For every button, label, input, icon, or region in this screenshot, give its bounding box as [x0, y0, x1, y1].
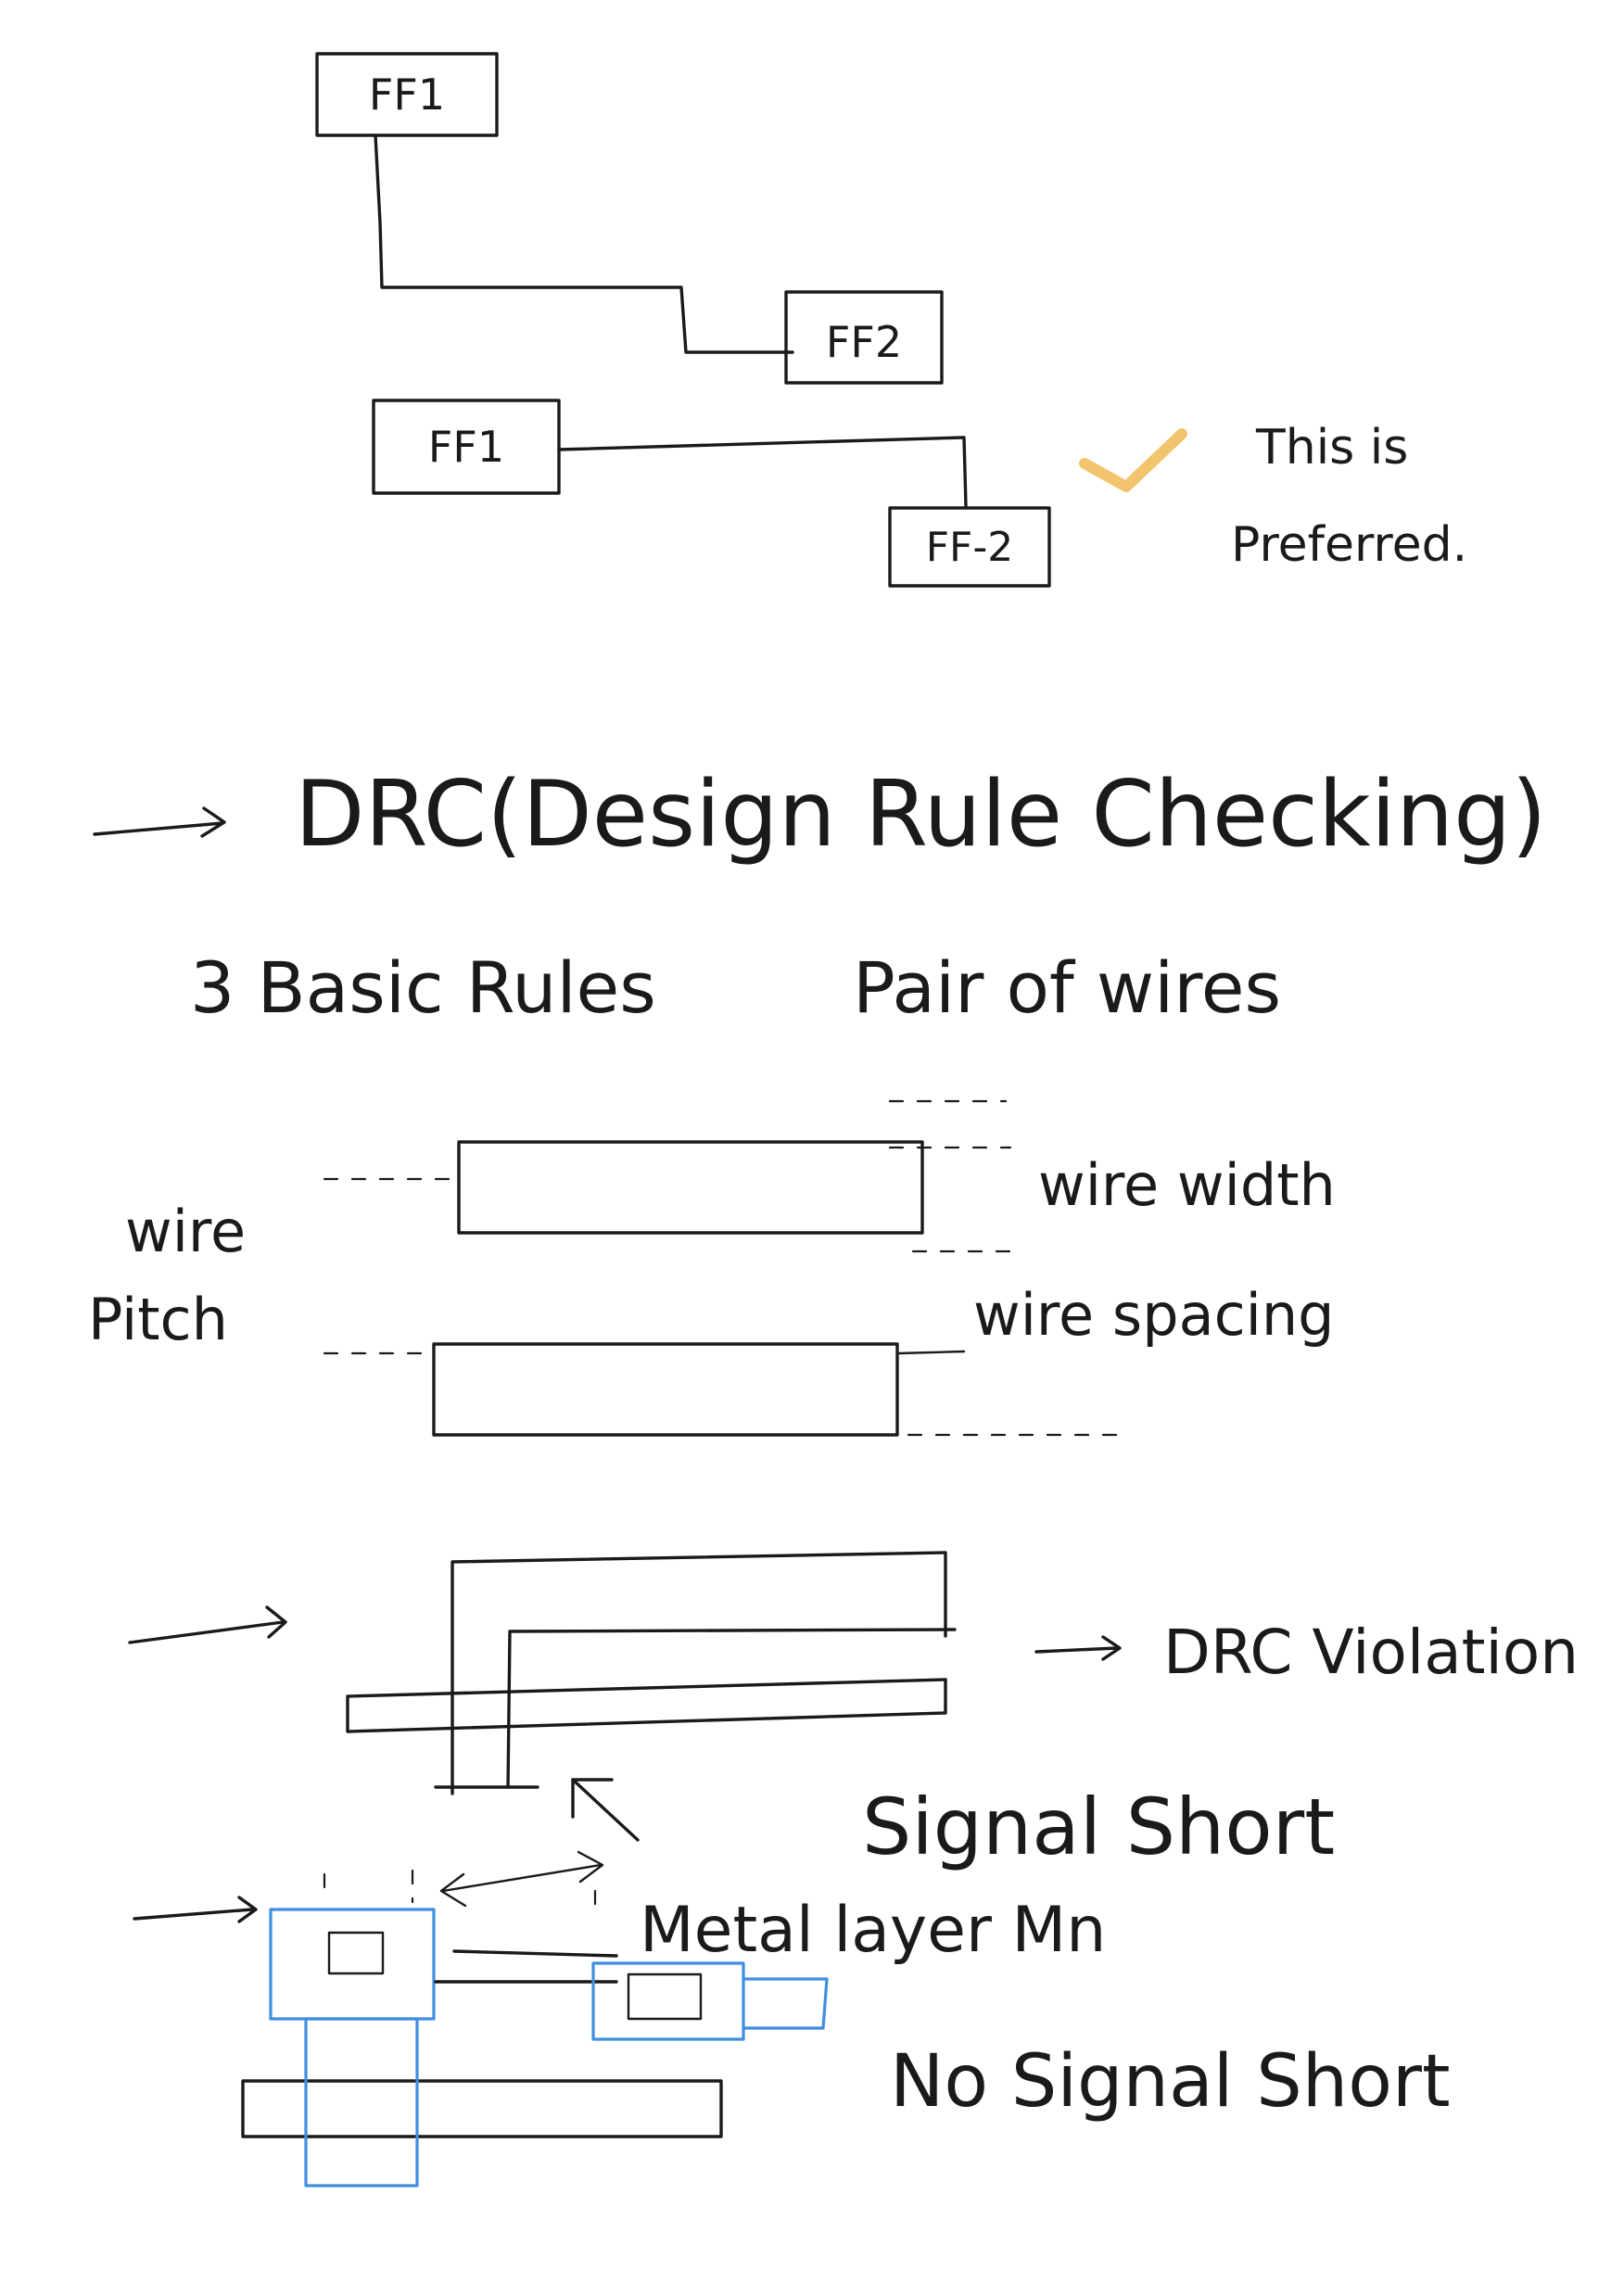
arrow-right-icon: [128, 1620, 285, 1644]
wire-upper: [457, 1140, 924, 1235]
wire-rules-figure: wire width wire spacing wire Pitch: [88, 1099, 1336, 1437]
check-icon: [1079, 428, 1187, 492]
ff1-label-top: FF1: [369, 70, 445, 120]
ff2-box-top: [784, 290, 944, 385]
ff1-label-preferred: FF1: [428, 422, 504, 472]
detour-wire: [374, 133, 794, 354]
wire-l-outer: [450, 1551, 947, 1795]
wire-horizontal: [346, 1678, 947, 1733]
metal-pad-right-ext: [742, 1977, 829, 2030]
arrow-right-icon-head-4: [237, 1896, 258, 1923]
arrow-right-icon-head-2: [265, 1605, 287, 1639]
preferred-note-line1: This is: [1255, 420, 1408, 476]
metal-layer-label: Metal layer Mn: [640, 1894, 1106, 1967]
routing-preferred: FF1 FF-2 This is Preferred.: [372, 399, 1467, 588]
spacing-tick: [897, 1350, 966, 1355]
metal-pad-left: [269, 1908, 436, 2021]
arrow-right-icon: [93, 821, 224, 836]
wire-pitch-label-2: Pitch: [88, 1286, 228, 1353]
signal-short-label: Signal Short: [862, 1782, 1335, 1872]
metal-wire-top: [452, 1949, 618, 1958]
via-right: [627, 1973, 703, 2021]
wire-spacing-label: wire spacing: [973, 1281, 1335, 1349]
drc-heading: DRC(Design Rule Checking) 3 Basic Rules …: [93, 762, 1547, 1029]
wire-width-label: wire width: [1038, 1151, 1336, 1219]
violation-figure: DRC Violation Signal Short: [128, 1551, 1579, 1872]
wire-lower: [432, 1342, 899, 1437]
arrow-right-icon-head: [200, 806, 226, 838]
arrow-right-icon: [1034, 1646, 1119, 1654]
metal-wire-bottom: [241, 2079, 723, 2138]
metal-strap-vertical: [304, 2017, 419, 2188]
drc-rules-line: 3 Basic Rules: [190, 946, 656, 1029]
drc-violation-label: DRC Violation: [1163, 1617, 1579, 1688]
wire-l-inner: [506, 1628, 957, 1789]
ff1-box-preferred: [372, 399, 561, 495]
preferred-wire: [557, 436, 968, 508]
arrow-up-left-icon: [571, 1778, 640, 1842]
via-left: [327, 1931, 385, 1975]
drc-rules-line-2: Pair of wires: [853, 946, 1281, 1029]
ff1-box-top: [315, 52, 499, 137]
ff2-label-preferred: FF-2: [926, 524, 1014, 571]
double-arrow-icon-right: [577, 1850, 604, 1884]
arrow-right-icon: [133, 1908, 254, 1921]
metal-pad-right: [591, 1961, 745, 2041]
preferred-note-line2: Preferred.: [1231, 517, 1467, 573]
ff2-label-top: FF2: [826, 317, 902, 367]
double-arrow-icon-left: [439, 1872, 467, 1908]
no-signal-short-label: No Signal Short: [890, 2040, 1451, 2124]
metal-layer-figure: Metal layer Mn No Signal Short: [133, 1850, 1451, 2188]
arrow-right-icon-head-3: [1101, 1635, 1122, 1661]
double-arrow-icon: [441, 1863, 603, 1893]
drc-heading-text: DRC(Design Rule Checking): [295, 762, 1547, 868]
arrow-up-left-icon-head: [571, 1778, 614, 1819]
routing-detour: FF1 FF2: [315, 52, 944, 385]
wire-pitch-label-1: wire: [125, 1198, 246, 1265]
ff2-box-preferred: [888, 506, 1051, 588]
